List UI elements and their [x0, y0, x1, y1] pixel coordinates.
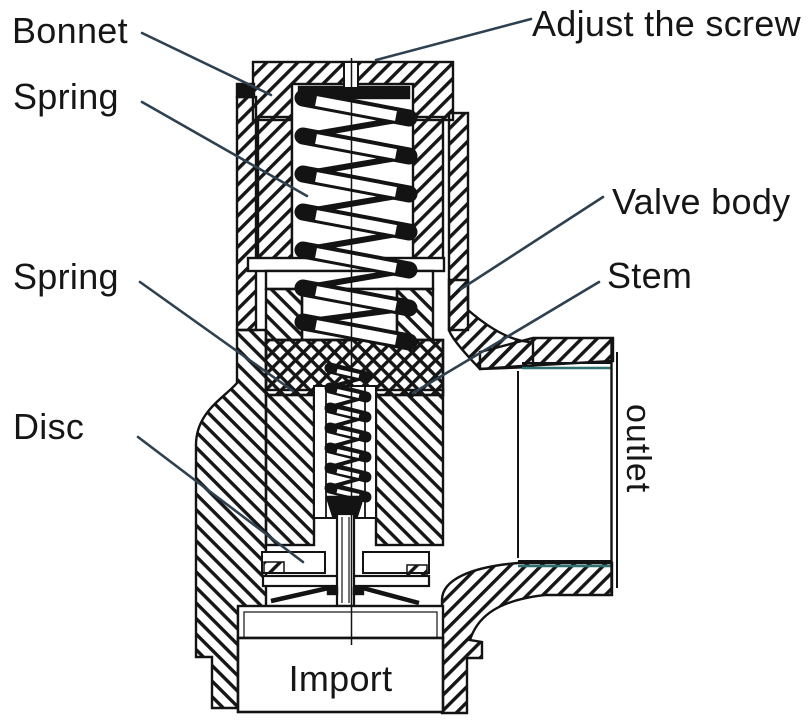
label-disc: Disc — [13, 406, 85, 447]
label-outlet: outlet — [619, 404, 658, 494]
small-spring — [324, 362, 372, 503]
body-right-bottom — [440, 561, 614, 715]
label-import: Import — [288, 658, 393, 699]
outlet-top-band — [478, 336, 615, 371]
leader-spring-lower — [138, 280, 295, 393]
leader-disc — [136, 435, 305, 564]
leader-adjust-screw — [374, 17, 533, 62]
valve-body-group — [194, 58, 618, 715]
leader-spring-upper — [140, 100, 309, 198]
disc-face-left — [270, 584, 334, 604]
mid-block-left — [264, 388, 316, 547]
label-spring-upper: Spring — [13, 76, 119, 117]
inlet-bore — [236, 636, 445, 714]
large-spring — [294, 89, 418, 351]
lower-block-left — [264, 287, 304, 342]
disc-shelf-hatch-right — [406, 564, 428, 577]
leader-bonnet — [140, 31, 273, 97]
stem-nut-left — [326, 586, 339, 596]
leader-lines — [136, 17, 605, 564]
label-valve-body: Valve body — [612, 181, 791, 222]
bonnet-jacket-left — [235, 95, 258, 332]
stem-nut-right — [352, 586, 365, 596]
disc-shelf-hatch-left — [263, 561, 285, 574]
label-bonnet: Bonnet — [12, 10, 128, 51]
bonnet-jacket-right — [447, 111, 470, 332]
label-stem: Stem — [607, 255, 693, 296]
bonnet-wall-right — [409, 115, 445, 262]
label-spring-lower: Spring — [13, 256, 119, 297]
leader-valve-body — [459, 195, 605, 291]
seat-ring — [236, 604, 445, 640]
label-adjust-screw: Adjust the screw — [532, 3, 801, 44]
bonnet-wall-left — [256, 115, 294, 262]
disc-face-right — [358, 584, 420, 606]
leader-stem — [411, 280, 601, 395]
mid-block-right — [374, 388, 445, 547]
